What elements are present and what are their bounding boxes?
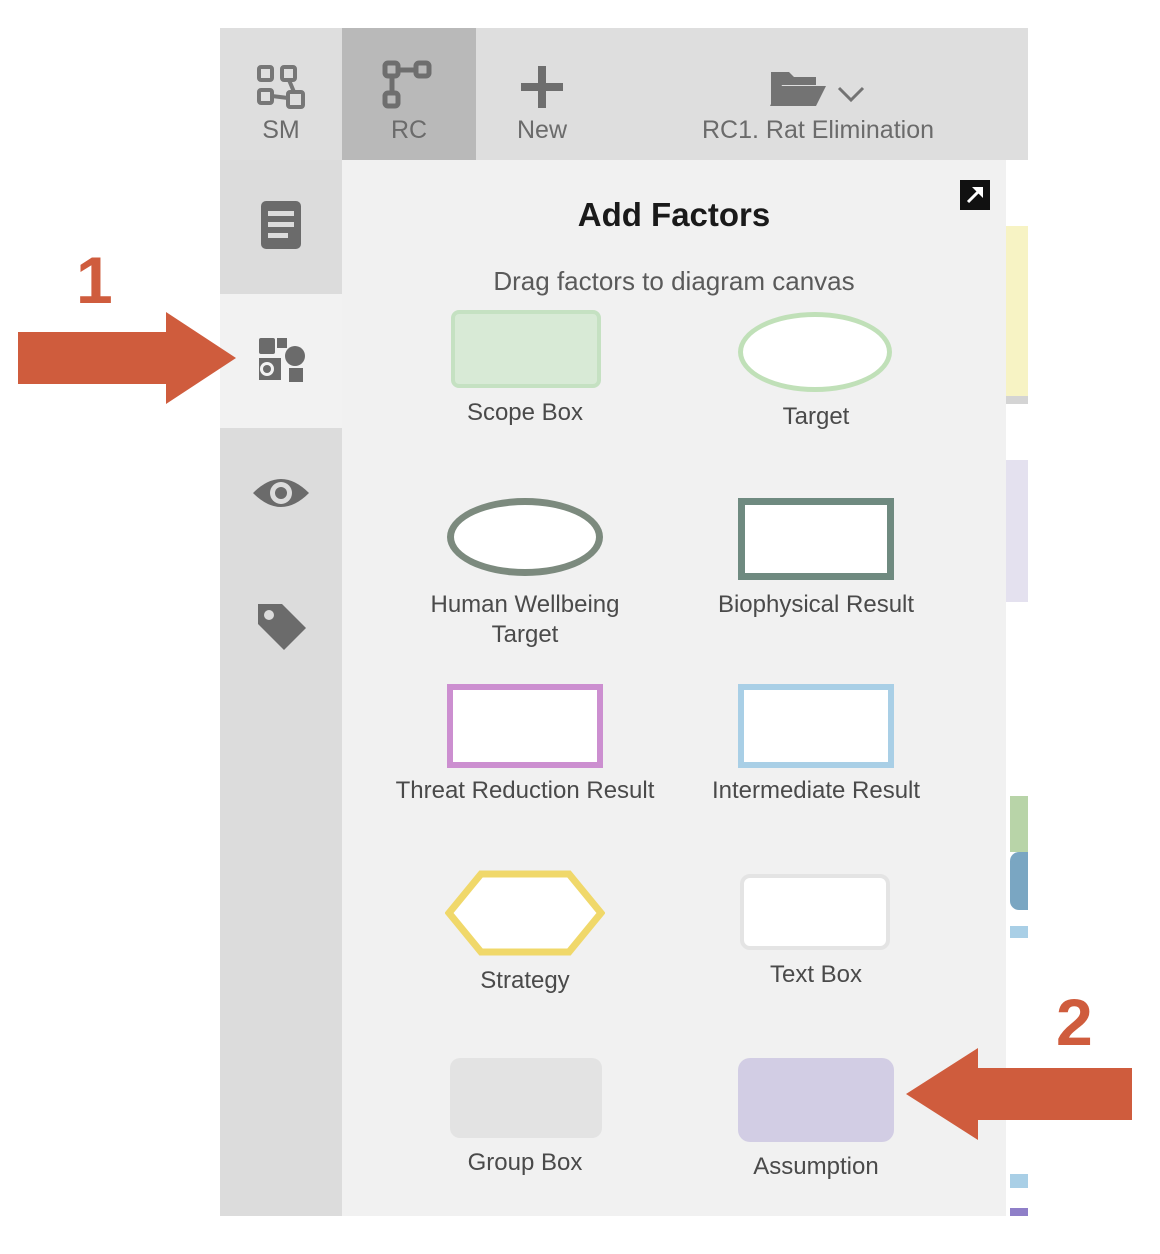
canvas-factor-fragment	[1006, 226, 1028, 396]
panel-title: Add Factors	[577, 196, 771, 233]
factor-label: Intermediate Result	[711, 777, 921, 804]
results-chain-icon	[382, 28, 436, 110]
expand-icon[interactable]	[960, 180, 990, 210]
factor-label: Target	[782, 403, 850, 430]
factor-scope-box[interactable]: Scope Box	[395, 310, 655, 440]
factor-label: Text Box	[769, 961, 863, 988]
factor-text-box[interactable]: Text Box	[686, 870, 946, 1000]
annotation-number-2: 2	[1056, 985, 1093, 1059]
canvas-divider-fragment	[1006, 396, 1028, 404]
tab-rc-label: RC	[390, 116, 428, 144]
factor-label: Threat Reduction Result	[395, 777, 655, 804]
biophysical-result-shape	[738, 498, 894, 580]
sidebar-item-view[interactable]	[220, 428, 342, 562]
tag-icon	[254, 600, 308, 659]
eye-icon	[251, 473, 311, 518]
new-button[interactable]: New	[476, 28, 608, 160]
factor-strategy[interactable]: Strategy	[395, 870, 655, 1000]
factor-threat-reduction-result[interactable]: Threat Reduction Result	[395, 684, 655, 844]
threat-reduction-result-shape	[447, 684, 603, 768]
sidebar-item-tags[interactable]	[220, 562, 342, 696]
add-factors-panel: Add Factors Drag factors to diagram canv…	[342, 160, 1006, 1216]
document-icon	[259, 199, 303, 256]
canvas-target-fragment	[1010, 796, 1028, 852]
factor-label: Scope Box	[466, 399, 584, 426]
factor-label: Strategy	[480, 967, 570, 994]
factor-assumption[interactable]: Assumption	[686, 1056, 946, 1186]
canvas-ellipse-fragment	[1010, 852, 1028, 910]
tab-sm[interactable]: SM	[220, 28, 342, 160]
factor-label: Assumption	[753, 1153, 879, 1180]
group-box-shape	[450, 1058, 602, 1138]
diagram-canvas-edge[interactable]	[1006, 160, 1028, 1216]
factor-group-box[interactable]: Group Box	[395, 1056, 655, 1186]
factor-target[interactable]: Target	[686, 310, 946, 440]
plus-icon	[519, 28, 565, 110]
factor-label: Group Box	[467, 1149, 583, 1176]
diagram-selector[interactable]: RC1. Rat Elimination	[608, 28, 1028, 160]
canvas-line-fragment	[1010, 1208, 1028, 1216]
strategy-hexagon-shape	[445, 870, 605, 956]
annotation-number-1: 1	[76, 243, 113, 317]
strategic-map-icon	[256, 28, 306, 110]
canvas-assumption-fragment	[1006, 460, 1028, 602]
sidebar-item-add-factors[interactable]	[220, 294, 342, 428]
canvas-line-fragment	[1010, 1174, 1028, 1188]
factor-label: Biophysical Result	[717, 591, 915, 618]
diagram-name: RC1. Rat Elimination	[701, 116, 935, 144]
canvas-line-fragment	[1010, 926, 1028, 938]
folder-open-icon	[763, 28, 873, 110]
human-wellbeing-target-shape	[447, 498, 603, 576]
factor-biophysical-result[interactable]: Biophysical Result	[686, 498, 946, 658]
intermediate-result-shape	[738, 684, 894, 768]
target-shape	[738, 312, 892, 392]
tab-sm-label: SM	[262, 116, 300, 144]
sidebar-item-details[interactable]	[220, 160, 342, 294]
factor-label: Human Wellbeing Target	[430, 591, 620, 648]
puzzle-factors-icon	[255, 334, 307, 389]
factor-intermediate-result[interactable]: Intermediate Result	[686, 684, 946, 844]
annotation-arrow-1	[18, 312, 236, 404]
toolbar: SM RC New	[220, 28, 1028, 160]
assumption-shape	[738, 1058, 894, 1142]
factor-human-wellbeing-target[interactable]: Human Wellbeing Target	[395, 498, 655, 658]
new-button-label: New	[516, 116, 567, 144]
annotation-arrow-2	[906, 1048, 1132, 1140]
panel-subtitle: Drag factors to diagram canvas	[493, 266, 855, 296]
sidebar	[220, 160, 342, 1216]
scope-box-shape	[451, 310, 601, 388]
text-box-shape	[740, 874, 890, 950]
tab-rc[interactable]: RC	[342, 28, 476, 160]
